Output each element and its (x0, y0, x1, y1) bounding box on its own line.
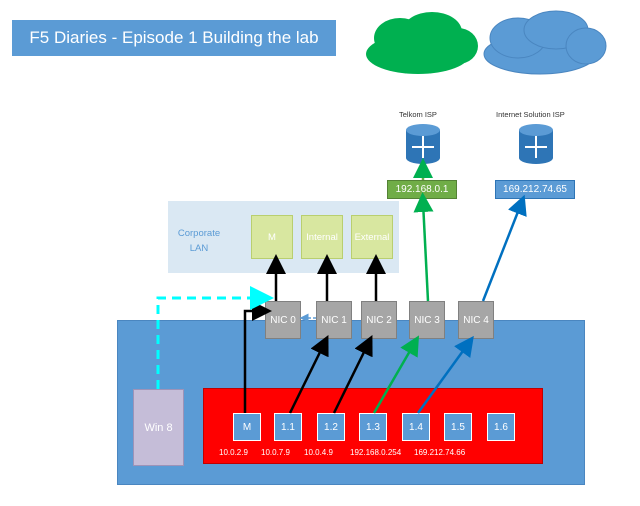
cloud-blue-icon (483, 10, 607, 75)
win8-vm: Win 8 (133, 389, 184, 466)
vm-1-1: 1.1 (274, 413, 302, 441)
ip-m: 10.0.2.9 (219, 448, 248, 457)
lan-port-external: External (351, 215, 393, 259)
nic-2: NIC 2 (361, 301, 397, 339)
router-icon (519, 124, 553, 164)
isp-label-internet-solution: Internet Solution ISP (496, 110, 565, 119)
nic-1: NIC 1 (316, 301, 352, 339)
vm-1-3: 1.3 (359, 413, 387, 441)
cloud-green-icon (366, 12, 478, 74)
isp-label-telkom: Telkom ISP (399, 110, 437, 119)
diagram-title: F5 Diaries - Episode 1 Building the lab (12, 20, 336, 56)
nic-3: NIC 3 (409, 301, 445, 339)
link-nic4-internet (481, 194, 527, 302)
vm-1-4: 1.4 (402, 413, 430, 441)
router-icon (406, 124, 440, 164)
vm-1-6: 1.6 (487, 413, 515, 441)
nic-0: NIC 0 (265, 301, 301, 339)
nic-4: NIC 4 (458, 301, 494, 339)
ip-1-2: 10.0.4.9 (304, 448, 333, 457)
ip-1-1: 10.0.7.9 (261, 448, 290, 457)
lan-port-internal: Internal (301, 215, 343, 259)
ip-1-3: 192.168.0.254 (350, 448, 402, 457)
link-nic3-telkom (413, 192, 434, 302)
ip-1-4: 169.212.74.66 (414, 448, 466, 457)
internet-solution-ip: 169.212.74.65 (495, 180, 575, 199)
telkom-ip: 192.168.0.1 (387, 180, 457, 199)
vm-1-2: 1.2 (317, 413, 345, 441)
lan-port-m: M (251, 215, 293, 259)
corporate-lan-label: Corporate LAN (177, 228, 221, 254)
vm-1-5: 1.5 (444, 413, 472, 441)
vm-m: M (233, 413, 261, 441)
clouds (366, 10, 607, 75)
